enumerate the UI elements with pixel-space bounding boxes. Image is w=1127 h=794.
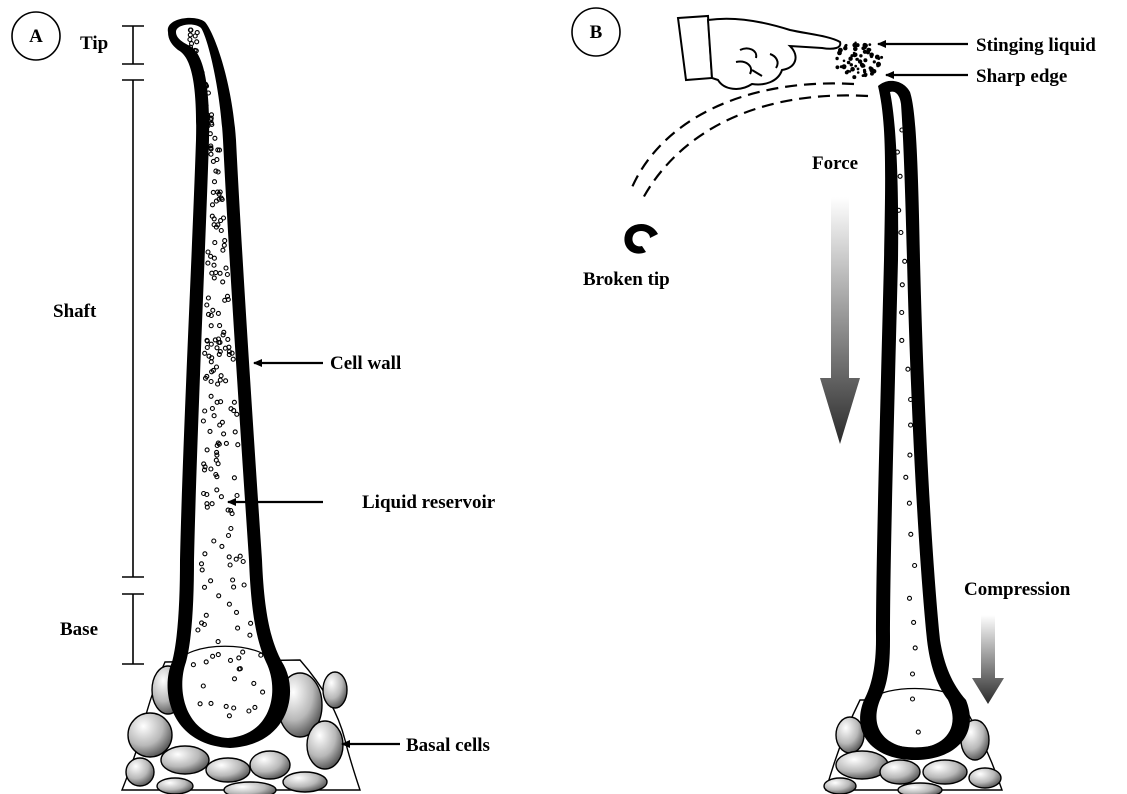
stinging-liquid-droplet <box>868 43 871 46</box>
stinging-liquid-droplet <box>836 66 839 69</box>
broken-tip-label: Broken tip <box>583 269 670 290</box>
stinging-liquid-droplet <box>873 60 876 63</box>
panel-b: B Broken tip Force <box>572 8 1096 794</box>
panel-b-badge-label: B <box>590 22 603 43</box>
stinging-liquid-droplet <box>846 70 849 73</box>
stinging-liquid-label: Stinging liquid <box>976 35 1096 56</box>
stinging-liquid-droplet <box>865 73 867 75</box>
stinging-liquid-droplets <box>835 42 883 80</box>
shaft-bracket <box>122 80 144 577</box>
stinging-liquid-droplet <box>857 68 860 71</box>
stinging-liquid-droplet <box>855 44 858 47</box>
stinging-liquid-droplet <box>862 74 865 77</box>
stinging-liquid-droplet <box>852 75 856 79</box>
broken-tip-trajectory <box>630 83 868 200</box>
stinging-liquid-droplet <box>863 58 867 62</box>
stinging-liquid-droplet <box>880 56 883 59</box>
stinging-hair-b <box>860 81 970 760</box>
cell-wall-label: Cell wall <box>330 353 401 374</box>
panel-a-badge-label: A <box>29 26 43 47</box>
base-label: Base <box>60 619 98 640</box>
stinging-liquid-droplet <box>853 53 857 57</box>
stinging-liquid-droplet <box>842 64 847 69</box>
stinging-liquid-droplet <box>863 70 866 73</box>
stinging-liquid-droplet <box>835 57 838 60</box>
stinging-liquid-droplet <box>857 71 860 74</box>
stinging-liquid-droplet <box>876 64 879 67</box>
stinging-liquid-droplet <box>847 61 851 65</box>
panel-b-badge: B <box>572 8 620 56</box>
stinging-liquid-droplet <box>875 55 880 60</box>
compression-arrow <box>972 615 1004 704</box>
tip-label: Tip <box>80 33 108 54</box>
force-arrow <box>820 197 860 444</box>
stinging-liquid-droplet <box>866 48 870 52</box>
basal-cells-label: Basal cells <box>406 735 490 756</box>
stinging-liquid-droplet <box>843 60 846 63</box>
stinging-liquid-droplet <box>854 65 857 68</box>
force-label: Force <box>812 153 858 174</box>
stinging-liquid-droplet <box>843 46 847 50</box>
tip-bracket <box>122 26 144 64</box>
base-bracket <box>122 594 144 664</box>
stinging-liquid-droplet <box>848 57 852 61</box>
stinging-liquid-droplet <box>870 67 874 71</box>
broken-tip-icon <box>624 224 658 254</box>
stinging-liquid-droplet <box>854 42 856 44</box>
stinging-liquid-droplet <box>858 59 862 63</box>
panel-a-badge: A <box>12 12 60 60</box>
stinging-hair-a <box>168 18 291 748</box>
sharp-edge-label: Sharp edge <box>976 66 1067 87</box>
stinging-liquid-droplet <box>863 50 867 54</box>
stinging-liquid-droplet <box>863 43 867 47</box>
stinging-liquid-droplet <box>871 73 874 76</box>
stinging-liquid-droplet <box>855 58 858 61</box>
hand-icon <box>678 16 840 89</box>
liquid-reservoir-label: Liquid reservoir <box>362 492 496 513</box>
stinging-liquid-droplet <box>859 54 862 57</box>
shaft-label: Shaft <box>53 301 97 322</box>
stinging-liquid-droplet <box>850 63 853 66</box>
stinging-liquid-droplet <box>861 64 864 67</box>
stinging-liquid-droplet <box>837 51 842 56</box>
panel-a: A Tip Shaft Base <box>12 12 496 794</box>
stinging-liquid-droplet <box>869 53 874 58</box>
compression-label: Compression <box>964 579 1071 600</box>
